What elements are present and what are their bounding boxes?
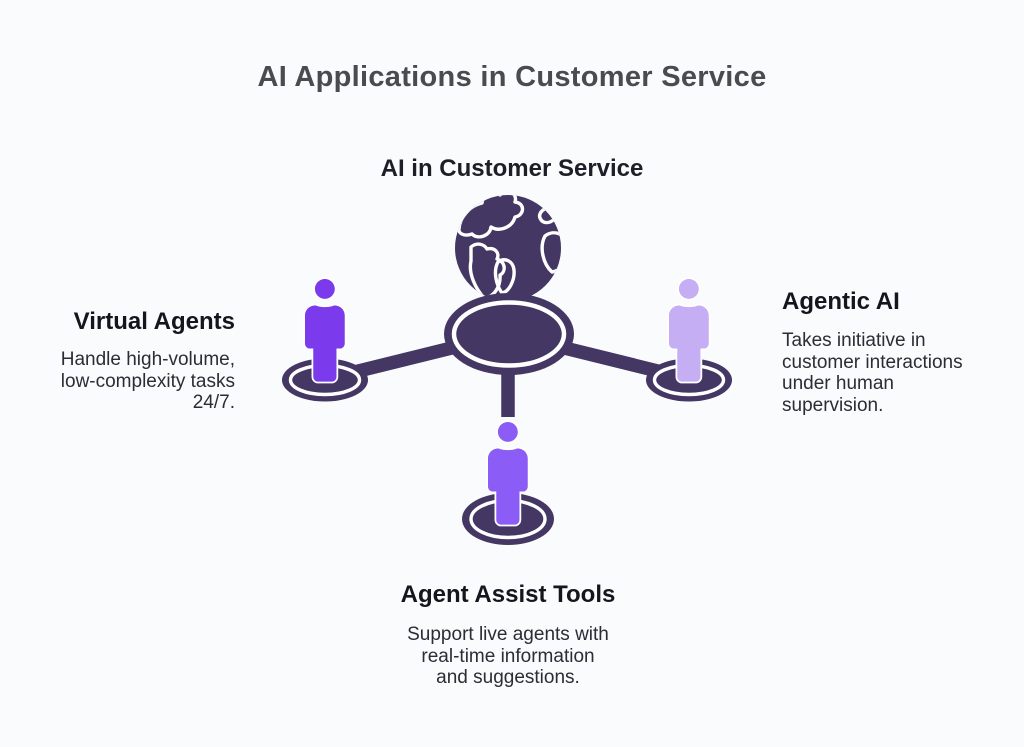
agentic-ai-description: Takes initiative in customer interaction…: [782, 330, 963, 416]
hub-label: AI in Customer Service: [380, 155, 644, 182]
page-title: AI Applications in Customer Service: [257, 61, 767, 93]
agent-assist-description: Support live agents with real-time infor…: [407, 624, 609, 688]
agentic-ai-title: Agentic AI: [782, 288, 900, 315]
hub-platform: [444, 293, 574, 375]
virtual-agents-description: Handle high-volume, low-complexity tasks…: [60, 349, 235, 413]
virtual-agents-title: Virtual Agents: [73, 308, 235, 335]
globe-icon: [455, 195, 561, 301]
agent-assist-title: Agent Assist Tools: [400, 581, 616, 608]
